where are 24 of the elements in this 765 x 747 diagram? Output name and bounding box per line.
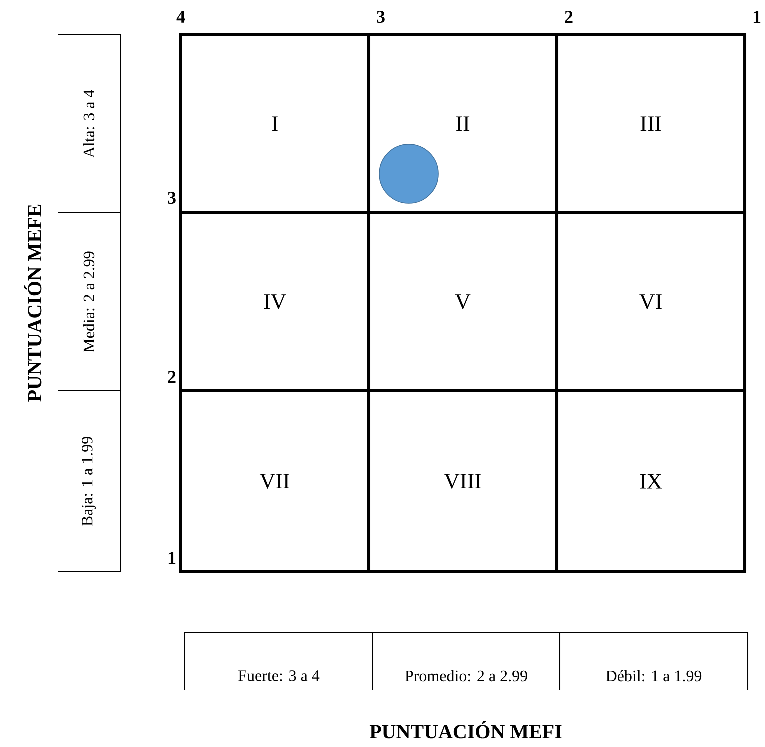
tick-number: 3 [377,10,385,24]
range-cell: Débil: 1 a 1.99 [560,632,748,690]
tick-number: 2 [168,371,176,383]
range-cell: Fuerte: 3 a 4 [184,632,374,690]
range-cell: Promedio: 2 a 2.99 [372,632,560,690]
matrix-cell: IX [556,390,746,574]
tick-number: 4 [176,11,186,23]
range-cell: Baja: 1 a 1.99 [58,390,122,572]
range-cell: Alta: 3 a 4 [58,34,122,214]
matrix-cell: VIII [368,390,558,574]
matrix-cell: III [556,34,746,214]
matrix-cell: II [368,34,558,214]
data-point [379,144,439,204]
matrix-cell: V [368,212,558,392]
matrix-cell: VI [556,212,746,392]
axis-title: PUNTUACIÓN MEFI [370,721,562,739]
matrix-cell: VII [180,390,370,574]
tick-number: 1 [168,552,176,564]
axis-title: PUNTUACIÓN MEFE [24,204,42,402]
tick-number: 1 [754,11,761,23]
range-cell: Media: 2 a 2.99 [58,212,122,392]
matrix-cell: IV [180,212,370,392]
tick-number: 3 [168,192,176,204]
matrix-cell: I [180,34,370,214]
